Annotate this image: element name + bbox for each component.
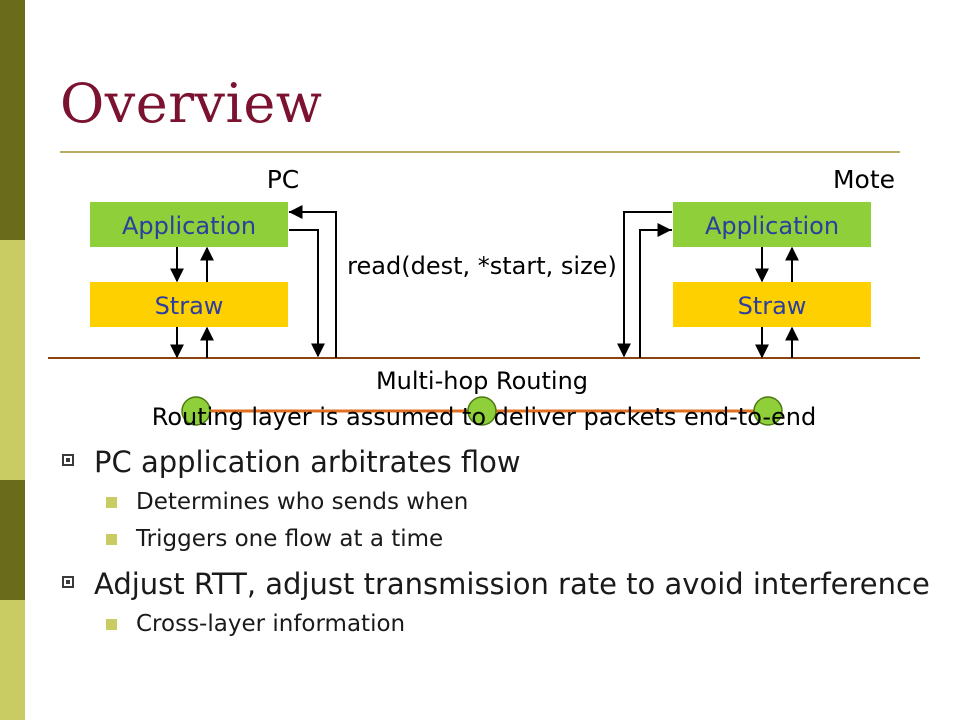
square-bullet-icon [62,576,74,588]
bullet-adjust-rtt: Adjust RTT, adjust transmission rate to … [62,566,942,602]
read-call-label: read(dest, *start, size) [347,252,617,280]
multihop-routing-label: Multi-hop Routing [376,367,588,395]
slide-title: Overview [60,72,323,135]
right-application-label: Application [705,212,839,240]
left-stack-arrows [170,246,214,359]
small-square-bullet-icon [106,619,117,630]
square-bullet-icon [62,454,74,466]
sidebar-segment-dark-bottom [0,480,25,600]
sub-bullet-who-sends: Determines who sends when [62,488,942,517]
small-square-bullet-icon [106,534,117,545]
right-application-box [673,202,871,247]
left-straw-box [90,282,288,327]
left-application-box [90,202,288,247]
sidebar-segment-dark-top [0,0,25,240]
right-straw-label: Straw [738,292,807,320]
bullet-text: Adjust RTT, adjust transmission rate to … [94,567,930,601]
left-application-label: Application [122,212,256,240]
title-underline [60,151,900,153]
routing-node-relay [467,396,497,426]
bullet-text: PC application arbitrates flow [94,445,521,479]
bullet-arbitrates-flow: PC application arbitrates flow [62,444,942,480]
sub-bullet-text: Triggers one flow at a time [136,526,444,552]
right-bypass-arrows [617,211,672,358]
routing-node-mote [753,396,783,426]
sidebar-segment-light-bottom [0,600,25,720]
right-stack-arrows [755,246,799,359]
bullet-list: PC application arbitrates flow Determine… [62,444,942,647]
sub-bullet-cross-layer: Cross-layer information [62,610,942,639]
pc-label: PC [267,165,300,194]
sidebar-segment-light-top [0,240,25,480]
left-bypass-arrows [288,205,337,358]
sub-bullet-one-flow: Triggers one flow at a time [62,525,942,554]
mote-label: Mote [833,165,895,194]
small-square-bullet-icon [106,497,117,508]
left-straw-label: Straw [155,292,224,320]
sub-bullet-text: Determines who sends when [136,489,469,515]
sub-bullet-text: Cross-layer information [136,611,406,637]
routing-assumption-note: Routing layer is assumed to deliver pack… [152,403,817,431]
right-straw-box [673,282,871,327]
sidebar-decoration [0,0,25,720]
routing-node-pc [181,396,211,426]
